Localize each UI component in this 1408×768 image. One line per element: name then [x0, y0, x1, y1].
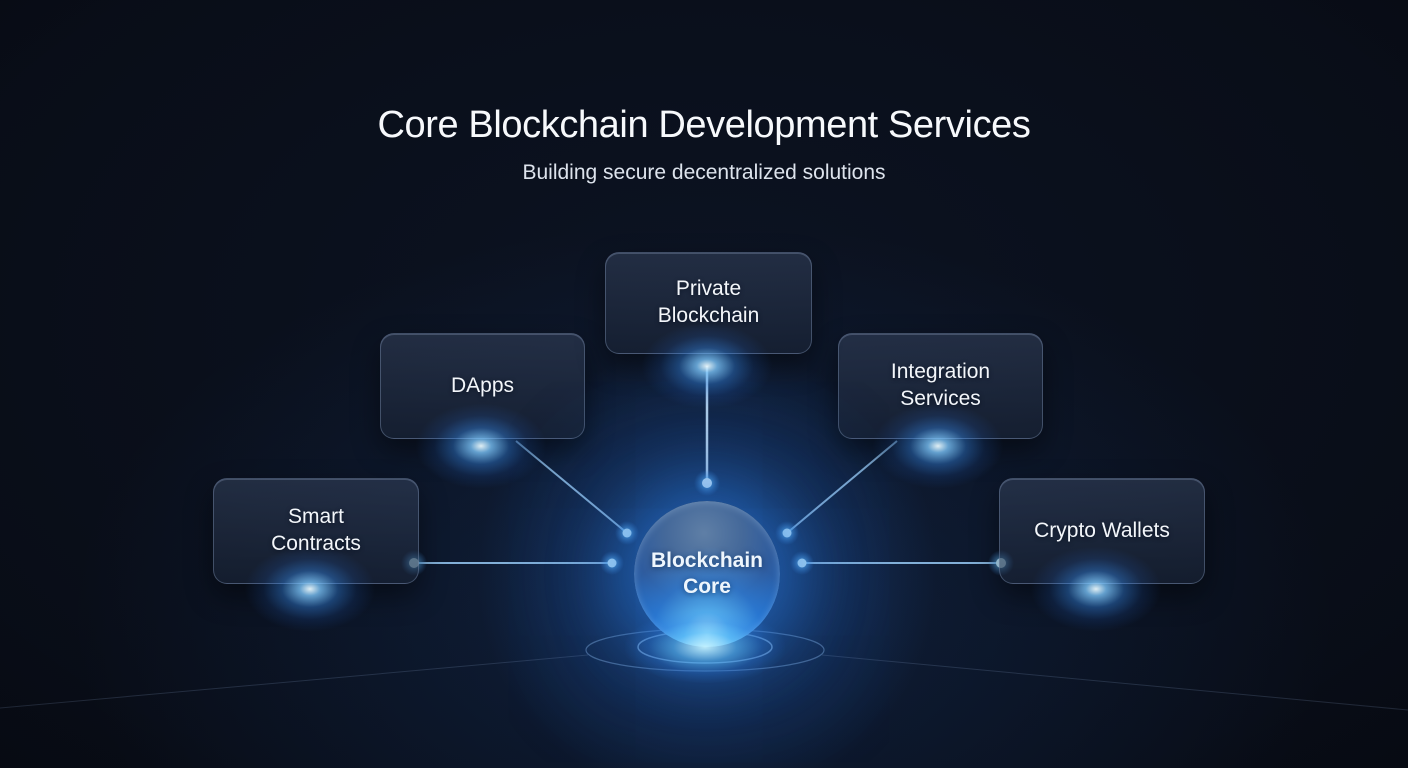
vignette-overlay [0, 0, 1408, 768]
diagram-canvas: Core Blockchain Development Services Bui… [0, 0, 1408, 768]
